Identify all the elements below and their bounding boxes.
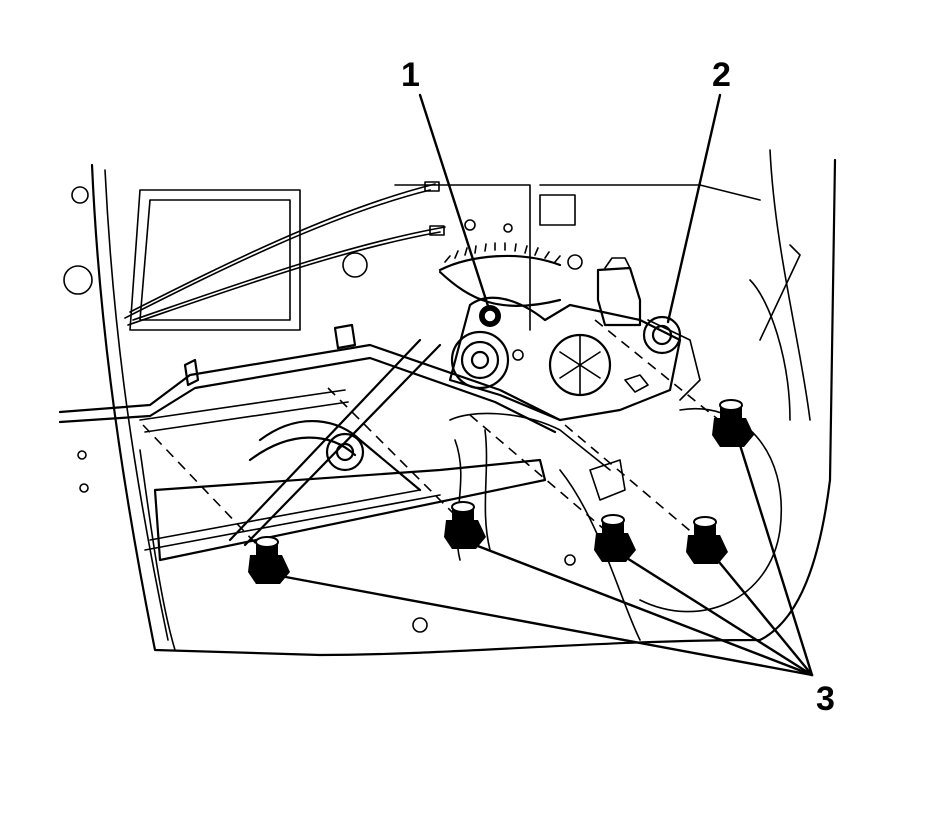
leader-3b bbox=[468, 541, 814, 677]
leader-3e bbox=[738, 443, 814, 677]
door-panel bbox=[63, 149, 837, 657]
callout-1-label: 1 bbox=[401, 56, 420, 94]
leader-3a bbox=[273, 573, 814, 677]
door-cables bbox=[124, 181, 446, 326]
leader-2 bbox=[666, 93, 722, 324]
leader-3d bbox=[713, 555, 814, 677]
regulator-motor bbox=[596, 257, 649, 393]
leader-lines bbox=[273, 93, 814, 677]
callout-3-label: 3 bbox=[816, 680, 835, 718]
regulator-rails bbox=[58, 323, 626, 562]
bolt-lower-center bbox=[444, 501, 486, 549]
sector-gear bbox=[438, 242, 562, 307]
leader-1 bbox=[418, 93, 490, 308]
alignment-lines bbox=[142, 319, 726, 551]
bolt-right-lower bbox=[686, 516, 728, 564]
regulator-plate bbox=[448, 296, 682, 422]
callout-2-label: 2 bbox=[712, 56, 731, 94]
mounting-bolts bbox=[248, 399, 754, 584]
electrical-connector bbox=[642, 315, 701, 401]
leader-3c bbox=[620, 553, 814, 677]
bolt-upper-right bbox=[712, 399, 754, 447]
bolt-right-center bbox=[594, 514, 636, 562]
regulator-rivet bbox=[479, 305, 501, 327]
